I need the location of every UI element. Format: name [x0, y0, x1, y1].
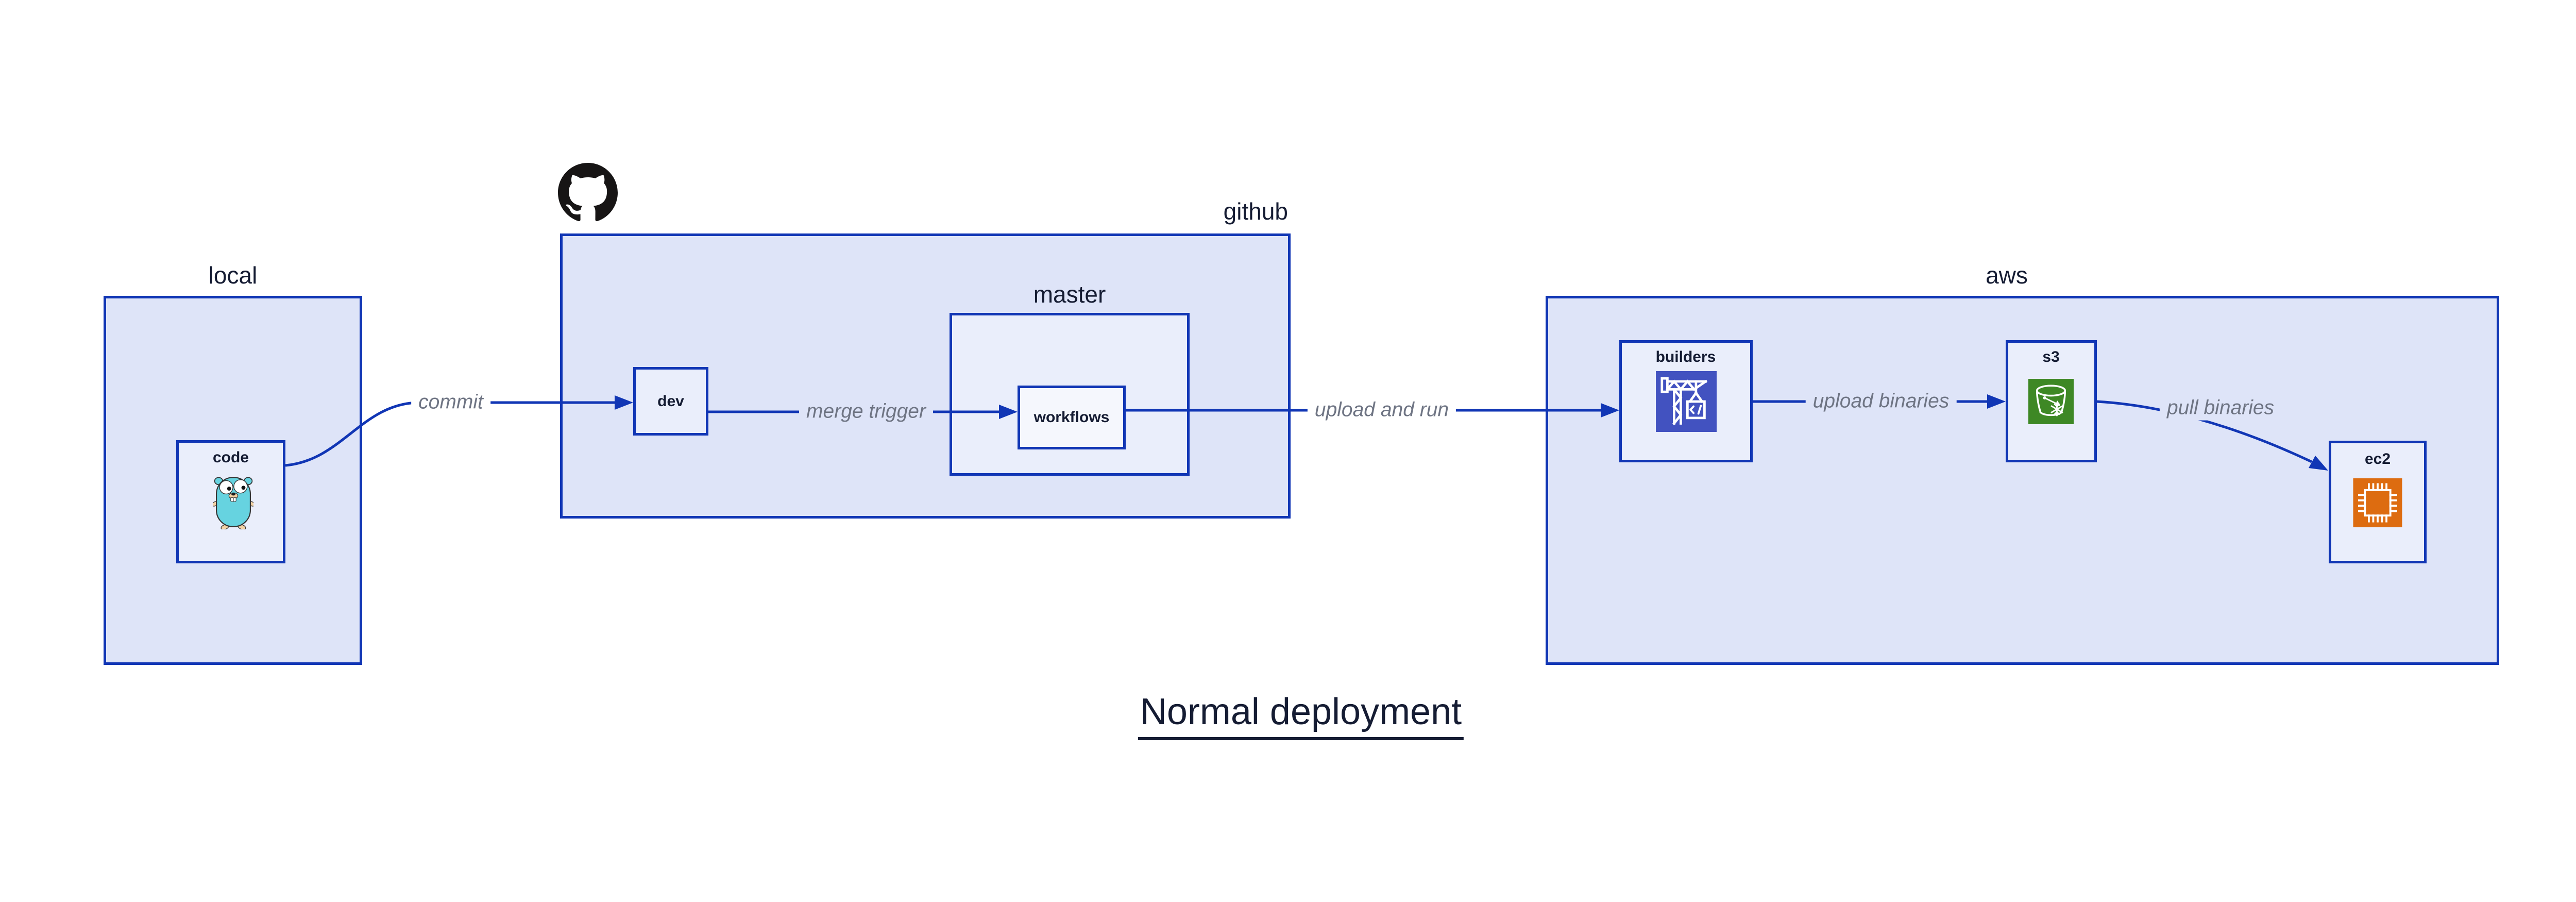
node-label-s3: s3 [2042, 348, 2060, 365]
node-label-dev: dev [657, 393, 684, 410]
edge-label-upload-binaries: upload binaries [1805, 389, 1957, 414]
node-label-builders: builders [1655, 348, 1716, 365]
edge-label-merge-trigger: merge trigger [799, 399, 933, 424]
go-gopher-icon [213, 477, 253, 529]
node-builders [1619, 340, 1753, 462]
github-octocat-icon [558, 163, 618, 222]
ec2-chip-icon [2353, 478, 2402, 527]
container-label-github: github [1223, 198, 1288, 225]
container-label-master: master [1033, 281, 1106, 308]
edge-label-commit: commit [411, 390, 490, 415]
container-label-aws: aws [1986, 262, 2028, 289]
edge-label-upload-and-run: upload and run [1307, 398, 1456, 423]
node-dev [633, 367, 708, 436]
node-label-workflows: workflows [1033, 409, 1110, 426]
codebuild-crane-icon [1656, 371, 1717, 432]
node-label-code: code [212, 449, 249, 466]
node-label-ec2: ec2 [2364, 450, 2391, 467]
container-label-local: local [208, 262, 258, 289]
diagram-title: Normal deployment [1138, 691, 1464, 740]
edge-label-pull-binaries: pull binaries [2159, 396, 2282, 421]
s3-bucket-icon [2028, 379, 2074, 424]
node-workflows [1018, 386, 1126, 449]
